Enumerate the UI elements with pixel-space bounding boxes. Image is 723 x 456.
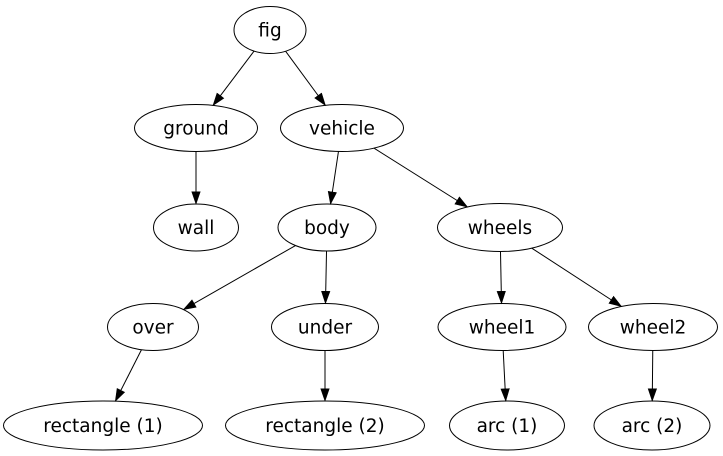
node-wheels-label: wheels	[468, 218, 532, 239]
node-ground-label: ground	[163, 119, 228, 140]
node-wheel2: wheel2	[588, 303, 718, 351]
node-fig-label: fig	[258, 21, 281, 42]
node-wheel2-label: wheel2	[620, 318, 687, 339]
node-arc2: arc (2)	[593, 400, 711, 451]
node-wheels-shape	[437, 203, 563, 252]
edge-fig-ground	[212, 50, 255, 107]
edge-wheel2-arc2	[647, 350, 657, 402]
edge-vehicle-wheels	[373, 147, 469, 208]
node-rect1-shape	[3, 400, 203, 451]
node-wheel2-shape	[588, 303, 718, 351]
node-arc1: arc (1)	[449, 400, 565, 451]
node-wheels: wheels	[437, 203, 563, 252]
node-arc1-label: arc (1)	[477, 416, 538, 437]
edge-body-over	[182, 245, 296, 311]
edge-over-rect1	[114, 349, 142, 403]
node-wall: wall	[153, 203, 239, 252]
node-rect1: rectangle (1)	[3, 400, 203, 451]
node-fig-shape	[233, 6, 307, 54]
edge-body-under	[321, 250, 331, 305]
node-wall-label: wall	[178, 218, 215, 239]
node-vehicle-shape	[280, 104, 404, 152]
edge-vehicle-body	[327, 151, 339, 205]
edge-wheels-wheel2	[531, 247, 623, 308]
edge-wheel1-arc1	[500, 350, 510, 402]
node-vehicle-label: vehicle	[309, 119, 375, 140]
node-body-shape	[277, 203, 377, 252]
node-rect1-label: rectangle (1)	[43, 416, 162, 437]
node-over-label: over	[132, 318, 174, 339]
node-arc2-label: arc (2)	[622, 416, 683, 437]
node-under: under	[271, 303, 379, 351]
node-rect2-label: rectangle (2)	[265, 416, 384, 437]
edge-fig-vehicle	[285, 50, 326, 107]
node-wheel1-label: wheel1	[469, 318, 536, 339]
node-ground: ground	[134, 104, 258, 152]
node-fig: fig	[233, 6, 307, 54]
node-rect2: rectangle (2)	[225, 400, 425, 451]
edge-wheels-wheel1	[496, 251, 506, 305]
node-body: body	[277, 203, 377, 252]
node-body-label: body	[304, 218, 350, 239]
node-over-shape	[107, 303, 199, 351]
node-wheel1: wheel1	[437, 303, 567, 351]
node-under-label: under	[298, 318, 353, 339]
node-vehicle: vehicle	[280, 104, 404, 152]
node-over: over	[107, 303, 199, 351]
